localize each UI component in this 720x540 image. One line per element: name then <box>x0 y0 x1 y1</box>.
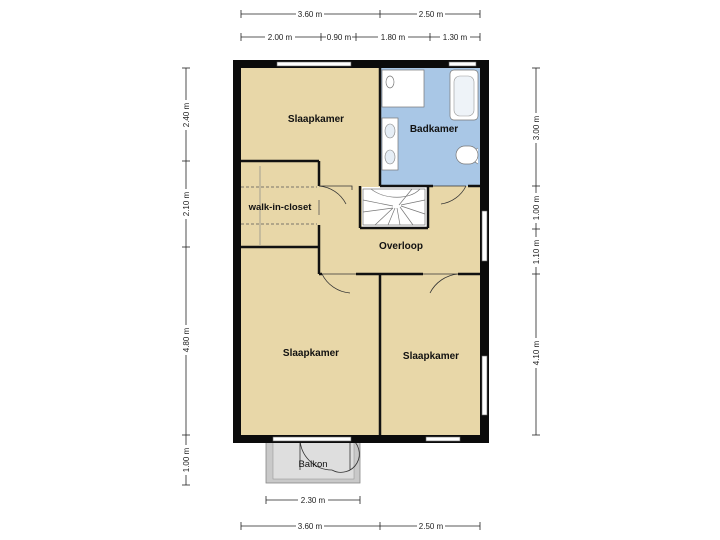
shower-area <box>381 69 425 108</box>
interior-walls <box>241 68 480 435</box>
toilet-icon <box>385 75 395 89</box>
dim-label-bg <box>181 445 192 475</box>
dim-label: 2.50 m <box>419 10 444 19</box>
stair-outline <box>362 188 426 226</box>
dim-label: 3.60 m <box>298 10 323 19</box>
balcony <box>265 435 361 484</box>
stair-steps <box>362 188 426 226</box>
door-bedroom-right <box>423 273 459 294</box>
dim-bottom: 3.60 m 2.50 m <box>240 520 481 531</box>
dim-label: 1.00 m <box>532 195 541 220</box>
room-labels: Slaapkamer Badkamer walk-in-closet Overl… <box>248 114 460 470</box>
sink-2-icon <box>384 149 396 165</box>
dim-label-bg <box>265 31 295 42</box>
dim-label-bg <box>298 494 328 505</box>
dim-top-row1: 3.60 m 2.50 m <box>240 8 481 19</box>
wall-bottom <box>233 435 489 443</box>
dim-label-bg <box>296 8 324 19</box>
dim-label: 2.10 m <box>182 191 191 216</box>
window-bottom-right <box>425 436 461 442</box>
label-bathroom: Badkamer <box>410 124 458 135</box>
sink-1-icon <box>384 123 396 139</box>
label-bedroom-left: Slaapkamer <box>283 348 339 359</box>
dim-label: 2.40 m <box>182 102 191 127</box>
bedroom-top-floor <box>241 68 380 161</box>
dim-label-bg <box>326 31 352 42</box>
label-landing: Overloop <box>379 241 423 252</box>
door-closet <box>318 185 353 205</box>
dim-label: 3.00 m <box>532 115 541 140</box>
window-right-bedroom <box>481 355 488 416</box>
dim-label-bg <box>417 8 445 19</box>
dim-label: 1.10 m <box>532 239 541 264</box>
window-right-landing <box>481 210 488 262</box>
landing-floor-upper <box>319 161 380 186</box>
closet-shelves <box>241 166 317 245</box>
dim-label-bg <box>417 520 445 531</box>
dim-label: 4.80 m <box>182 327 191 352</box>
dim-label-bg <box>378 31 408 42</box>
staircase <box>362 188 426 226</box>
dim-label: 2.50 m <box>419 522 444 531</box>
label-bedroom-top: Slaapkamer <box>288 114 344 125</box>
dim-label-bg <box>531 237 542 267</box>
dim-balcony: 2.30 m <box>265 494 361 505</box>
dim-label: 1.00 m <box>182 447 191 472</box>
dim-label-bg <box>181 325 192 355</box>
dim-label: 1.80 m <box>381 33 406 42</box>
dim-label-bg <box>296 520 324 531</box>
window-bottom-left <box>272 436 352 442</box>
dim-top-row2: 2.00 m 0.90 m 1.80 m 1.30 m <box>240 31 481 42</box>
dim-label-bg <box>181 189 192 219</box>
dim-label-bg <box>531 113 542 143</box>
bedroom-left-floor <box>241 247 380 435</box>
dim-label-bg <box>531 193 542 223</box>
door-bedroom-left <box>321 273 356 294</box>
dim-right: 3.00 m 1.00 m 1.10 m 4.10 m <box>531 67 542 436</box>
closet-floor <box>241 161 319 247</box>
dim-label: 4.10 m <box>532 340 541 365</box>
bathtub-inner <box>453 75 475 117</box>
dim-label: 2.00 m <box>268 33 293 42</box>
bedroom-right-floor <box>380 274 480 435</box>
bath-fixtures <box>381 69 479 171</box>
dim-label: 1.30 m <box>443 33 468 42</box>
dim-left: 2.40 m 2.10 m 4.80 m 1.00 m <box>181 67 192 486</box>
bath-fixture-small <box>455 145 479 165</box>
wall-top <box>233 60 489 68</box>
label-bedroom-right: Slaapkamer <box>403 351 459 362</box>
label-closet: walk-in-closet <box>248 202 313 213</box>
dim-label-bg <box>531 338 542 368</box>
wall-left <box>233 60 241 443</box>
windows <box>272 61 488 442</box>
dim-label-bg <box>181 100 192 130</box>
window-top-bath <box>448 61 477 67</box>
door-bath <box>433 185 467 205</box>
dim-label: 0.90 m <box>327 33 352 42</box>
balcony-door-arc <box>299 437 333 471</box>
label-balcony: Balkon <box>298 459 327 470</box>
stair-curve <box>370 188 421 198</box>
dim-label-bg <box>440 31 470 42</box>
dim-label: 3.60 m <box>298 522 323 531</box>
doors <box>318 185 467 294</box>
dim-label: 2.30 m <box>301 496 326 505</box>
window-top-bedroom <box>276 61 352 67</box>
